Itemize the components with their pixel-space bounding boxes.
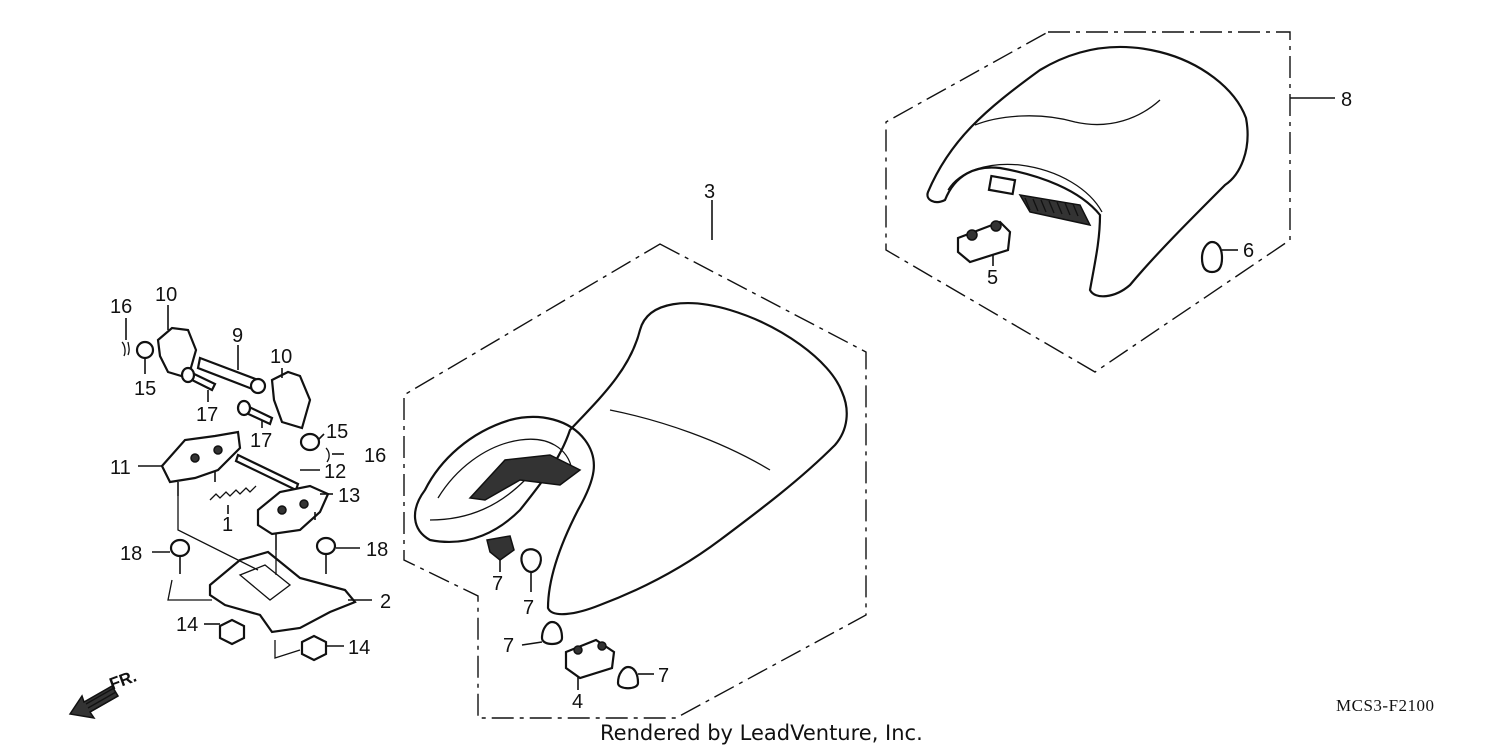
callout-4: 4 [572,691,583,713]
callout-9: 9 [232,325,243,347]
washer[interactable] [135,340,155,360]
callout-7c: 7 [503,635,514,657]
flange-nut[interactable] [204,618,246,646]
seat-hinge-bracket[interactable] [270,370,312,430]
callout-12: 12 [324,461,346,483]
front-seat-group [403,200,867,719]
flange-bolt[interactable] [315,536,360,574]
rear-seat-cushion-rubber[interactable] [1200,240,1224,274]
callout-7d: 7 [658,665,669,687]
rear-seat-cushion[interactable] [926,45,1249,298]
callout-1: 1 [222,514,233,536]
seat-grommet[interactable] [521,620,564,646]
part-number-labels: 1 2 3 4 5 6 7 7 7 7 8 9 10 10 11 12 13 1… [110,89,1352,713]
front-direction-label: FR. [107,667,139,694]
render-credit: Rendered by LeadVenture, Inc. [600,721,923,745]
callout-13: 13 [338,485,360,507]
callout-15a: 15 [134,378,156,400]
rear-seat-group [885,31,1335,373]
callout-6: 6 [1243,240,1254,262]
seat-lock-plate[interactable] [160,430,242,484]
callout-16b: 16 [364,445,386,467]
seat-lock-base-plate[interactable] [256,484,330,536]
callout-16a: 16 [110,296,132,318]
diagram-code: MCS3-F2100 [1336,696,1435,715]
callout-10a: 10 [155,284,177,306]
hinge-bolt[interactable] [180,366,217,402]
rear-seat-bracket[interactable] [956,220,1012,264]
hinge-pin[interactable] [196,345,267,395]
hinge-bolt[interactable] [236,399,274,428]
callout-3: 3 [704,181,715,203]
callout-18a: 18 [120,543,142,565]
seat-grommet[interactable] [486,535,515,572]
callout-8: 8 [1341,89,1352,111]
lock-spring[interactable] [209,485,257,501]
callout-7a: 7 [492,573,503,595]
callout-15b: 15 [326,421,348,443]
washer[interactable] [299,432,321,452]
callout-17a: 17 [196,404,218,426]
seat-grommet[interactable] [616,665,654,690]
seat-hinge-bracket[interactable] [156,326,198,380]
callout-18b: 18 [366,539,388,561]
callout-11: 11 [110,457,131,479]
seat-lock-mechanism-group [121,305,372,662]
lock-rod[interactable] [234,453,300,492]
flange-bolt[interactable] [152,538,191,574]
flange-nut[interactable] [300,634,344,662]
callout-17b: 17 [250,430,272,452]
callout-2: 2 [380,591,391,613]
front-direction-arrow: FR. [68,667,139,720]
callout-10b: 10 [270,346,292,368]
seat-grommet[interactable] [520,548,542,592]
callout-7b: 7 [523,597,534,619]
seat-bracket[interactable] [564,638,616,690]
callout-14a: 14 [176,614,198,636]
callout-14b: 14 [348,637,370,659]
cotter-pin[interactable] [121,341,130,357]
front-seat-cushion[interactable] [413,302,848,616]
callout-5: 5 [987,267,998,289]
cotter-pin[interactable] [325,447,330,463]
